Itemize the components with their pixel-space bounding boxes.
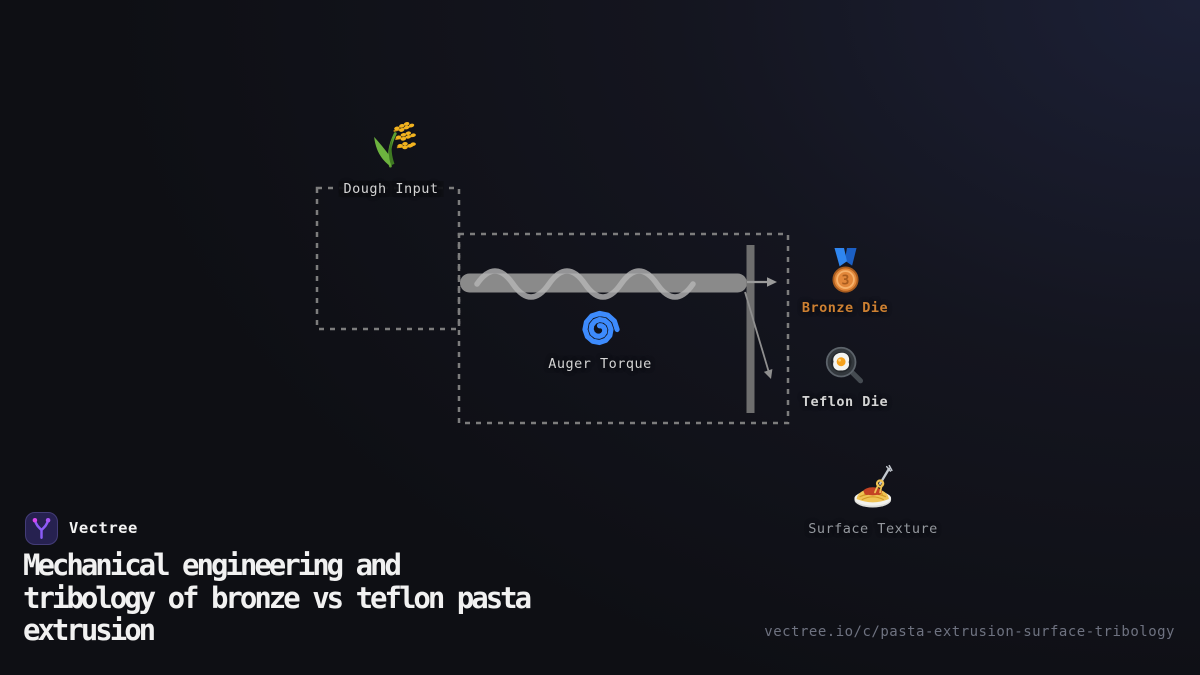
auger-torque-label: Auger Torque <box>548 356 652 372</box>
arrow-to-bronze-die-head <box>767 277 777 287</box>
bronze-die-label: Bronze Die <box>801 300 889 316</box>
page-title-line: extrusion <box>23 613 156 647</box>
dough-input-box <box>315 186 461 331</box>
vectree-logo-icon <box>25 511 58 545</box>
auger-barrel <box>460 273 747 293</box>
brand-name: Vectree <box>69 519 138 537</box>
page-title: Mechanical engineering and tribology of … <box>23 549 843 647</box>
auger-screw-flight <box>474 268 696 300</box>
page-url: vectree.io/c/pasta-extrusion-surface-tri… <box>764 624 1175 640</box>
spaghetti-icon <box>854 464 893 508</box>
frying-pan-icon <box>825 346 864 384</box>
arrow-to-teflon-die <box>744 291 770 372</box>
wheat-icon <box>374 122 416 168</box>
brand-row: Vectree <box>25 511 138 545</box>
dough-input-label: Dough Input <box>338 181 444 197</box>
arrow-to-teflon-die-head <box>763 369 773 379</box>
page-title-line: tribology of bronze vs teflon pasta <box>23 580 532 615</box>
extruder-box <box>457 232 790 425</box>
surface-texture-label: Surface Texture <box>808 521 938 537</box>
cyclone-icon <box>582 310 620 346</box>
medal-rank-number: 3 <box>842 273 850 288</box>
die-plate <box>746 245 755 413</box>
teflon-die-label: Teflon Die <box>801 394 889 410</box>
bronze-medal-icon: 3 <box>832 248 859 293</box>
page-title-line: Mechanical engineering and <box>23 548 402 582</box>
